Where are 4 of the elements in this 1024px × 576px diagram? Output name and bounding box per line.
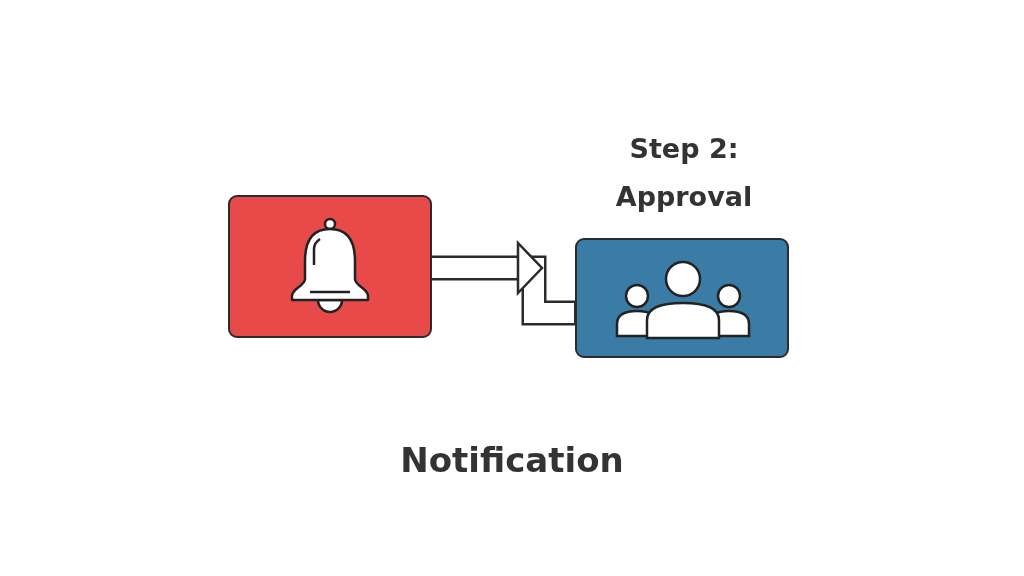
step-heading: Step 2: Approval: [614, 132, 754, 214]
diagram-label: Notification: [400, 440, 624, 480]
notification-box: [228, 195, 432, 338]
hollow-arrow: [430, 239, 575, 326]
